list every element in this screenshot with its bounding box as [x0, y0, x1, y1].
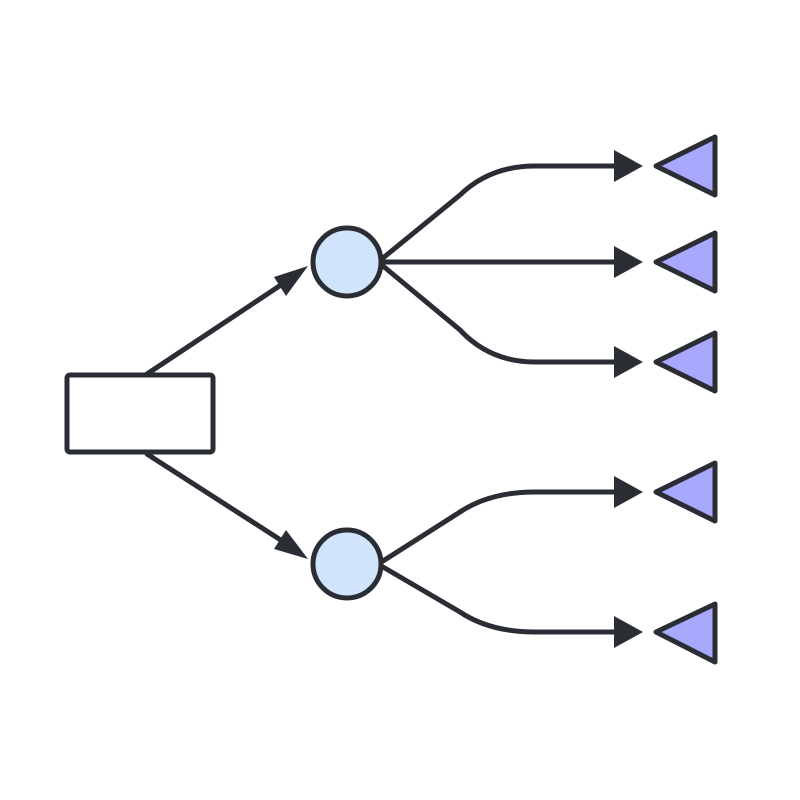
leaf-1-triangle-node	[653, 134, 718, 198]
leaf-5-triangle-node	[653, 601, 718, 665]
root-rectangle-node	[64, 372, 216, 455]
leaf-3-triangle-node	[653, 330, 718, 394]
edge-branch-1-leaf-2	[380, 246, 643, 278]
edge-branch-2-leaf-4	[380, 476, 643, 564]
edge-root-branch-1	[144, 266, 308, 377]
branch-1-circle-node	[310, 225, 384, 299]
leaf-4-triangle-node	[653, 460, 718, 524]
edge-branch-1-leaf-1	[380, 150, 643, 261]
edge-root-branch-2	[144, 451, 308, 559]
leaf-2-triangle-node	[653, 230, 718, 294]
edge-branch-2-leaf-5	[380, 564, 643, 648]
branch-2-circle-node	[310, 527, 384, 601]
edge-branch-1-leaf-3	[380, 263, 643, 378]
